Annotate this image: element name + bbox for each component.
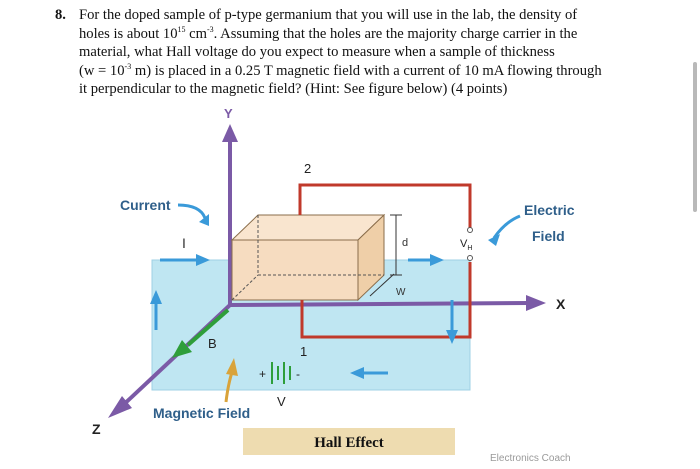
wire-1-label: 1: [300, 344, 307, 359]
q-text: cm: [185, 25, 207, 42]
question-line-4: (w = 10-3 m) is placed in a 0.25 T magne…: [79, 62, 639, 81]
flow-arrow-up-head: [150, 290, 162, 304]
y-axis-arrowhead: [222, 124, 238, 142]
caption-box: [243, 428, 455, 455]
x-axis-label: X: [556, 296, 566, 312]
block-hidden-edge: [231, 274, 259, 301]
q-sup: -3: [207, 24, 214, 34]
current-pointer-head: [199, 214, 209, 226]
question-line-5: it perpendicular to the magnetic field? …: [79, 81, 508, 97]
current-pointer: [177, 203, 207, 219]
watermark: Electronics Coach: [490, 453, 571, 464]
hall-voltage-label: VH: [460, 238, 472, 252]
dimension-d-label: d: [402, 237, 408, 249]
flow-arrow-out-head: [430, 254, 444, 266]
battery-plus: +: [259, 367, 266, 381]
z-axis-label: Z: [92, 421, 101, 437]
circuit-wire-1: [300, 262, 472, 339]
q-text: holes is about 10: [79, 25, 178, 42]
magnetic-field-label: Magnetic Field: [153, 405, 250, 421]
x-axis-arrowhead: [526, 295, 546, 311]
electric-field-pointer: [492, 214, 521, 239]
z-axis-arrowhead: [108, 396, 132, 418]
current-label: Current: [120, 197, 171, 213]
magnetic-field-pointer-head: [226, 358, 238, 376]
hall-terminal-bottom: [467, 255, 473, 261]
question-number: 8.: [55, 7, 66, 23]
dimension-w-line: [369, 273, 395, 297]
flow-arrow-in-head: [196, 254, 210, 266]
flow-arrow-back-head: [350, 367, 364, 379]
circuit-wire-2: [298, 183, 472, 228]
dimension-w-label: W: [396, 287, 406, 298]
electric-field-label-1: Electric: [524, 202, 575, 218]
battery-minus: -: [296, 367, 300, 381]
hall-v: V: [460, 238, 468, 250]
b-field-arrow: [186, 308, 230, 347]
q-text: (w = 10: [79, 62, 125, 79]
x-axis: [229, 301, 531, 307]
electric-field-pointer-head: [488, 234, 500, 246]
q-sup: 15: [177, 24, 186, 34]
flow-arrow-down-head: [446, 330, 458, 344]
question-line-3: material, what Hall voltage do you expec…: [79, 44, 555, 60]
hall-terminal-top: [467, 227, 473, 233]
b-field-label: B: [208, 336, 217, 351]
b-field-arrowhead: [172, 340, 192, 358]
q-sup: -3: [124, 61, 132, 71]
hall-v-sub: H: [467, 245, 472, 252]
caption: Hall Effect: [314, 435, 384, 451]
sample-block-front: [231, 239, 359, 301]
question-line-2: holes is about 1015 cm-3. Assuming that …: [79, 25, 639, 44]
wire-2-label: 2: [304, 161, 311, 176]
q-text: m) is placed in a 0.25 T magnetic field …: [131, 62, 602, 79]
electric-field-label-2: Field: [532, 228, 565, 244]
q-text: . Assuming that the holes are the majori…: [213, 25, 578, 42]
voltage-label: V: [277, 394, 286, 409]
current-symbol: I: [182, 235, 186, 251]
scrollbar[interactable]: [693, 62, 697, 212]
question-line-1: For the doped sample of p-type germanium…: [79, 7, 578, 23]
y-axis-label: Y: [224, 106, 233, 121]
